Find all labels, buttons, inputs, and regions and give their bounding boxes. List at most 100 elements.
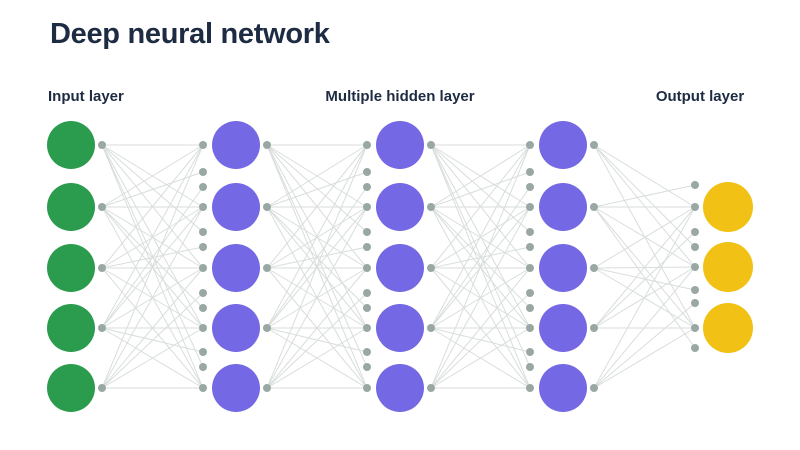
out-connector-dot xyxy=(263,324,271,332)
connection-line xyxy=(101,327,204,389)
out-connector-dot xyxy=(263,141,271,149)
out-connector-dot xyxy=(98,324,106,332)
hidden-layer-2-node xyxy=(376,121,424,169)
in-connector-dot xyxy=(526,264,534,272)
out-connector-dot xyxy=(590,264,598,272)
in-connector-dot xyxy=(363,243,371,251)
in-connector-dot xyxy=(199,289,207,297)
hidden-layer-1-node xyxy=(212,244,260,292)
out-connector-dot xyxy=(263,203,271,211)
input-layer-label: Input layer xyxy=(48,88,124,105)
hidden-layer-3-node xyxy=(539,244,587,292)
in-connector-dot xyxy=(199,304,207,312)
connection-line xyxy=(101,144,204,389)
connection-line xyxy=(593,206,696,329)
in-connector-dot xyxy=(363,141,371,149)
out-connector-dot xyxy=(98,384,106,392)
in-connector-dot xyxy=(363,183,371,191)
hidden-layer-1-node xyxy=(212,121,260,169)
in-connector-dot xyxy=(199,264,207,272)
out-connector-dot xyxy=(590,384,598,392)
in-connector-dot xyxy=(526,384,534,392)
in-connector-dot xyxy=(199,384,207,392)
in-connector-dot xyxy=(526,324,534,332)
connection-line xyxy=(430,267,531,389)
connection-line xyxy=(101,267,204,389)
in-connector-dot xyxy=(199,228,207,236)
connection-line xyxy=(593,302,696,389)
connection-line xyxy=(266,144,368,233)
out-connector-dot xyxy=(427,141,435,149)
connection-line xyxy=(430,327,531,389)
connection-line xyxy=(593,144,696,248)
connection-line xyxy=(430,144,531,329)
connection-line xyxy=(593,144,696,208)
connection-line xyxy=(593,206,696,389)
in-connector-dot xyxy=(199,243,207,251)
connection-line xyxy=(430,144,531,208)
out-connector-dot xyxy=(427,384,435,392)
output-layer-node xyxy=(703,182,753,232)
connection-line xyxy=(430,206,531,309)
neuron-nodes xyxy=(47,121,753,412)
out-connector-dot xyxy=(263,384,271,392)
output-layer-label: Output layer xyxy=(656,88,745,105)
hidden-layer-2-node xyxy=(376,244,424,292)
out-connector-dot xyxy=(590,203,598,211)
connection-line xyxy=(593,327,696,389)
in-connector-dot xyxy=(691,263,699,271)
hidden-layer-3-node xyxy=(539,364,587,412)
in-connector-dot xyxy=(691,286,699,294)
connection-line xyxy=(593,267,696,291)
in-connector-dot xyxy=(199,324,207,332)
in-connector-dot xyxy=(526,304,534,312)
in-connector-dot xyxy=(691,243,699,251)
in-connector-dot xyxy=(199,348,207,356)
connection-line xyxy=(101,327,204,353)
connection-line xyxy=(593,206,696,269)
hidden-layer-3-node xyxy=(539,121,587,169)
hidden-layer-3-node xyxy=(539,183,587,231)
in-connector-dot xyxy=(526,228,534,236)
out-connector-dot xyxy=(98,264,106,272)
in-connector-dot xyxy=(526,168,534,176)
in-connector-dot xyxy=(199,203,207,211)
in-connector-dot xyxy=(691,181,699,189)
input-layer-node xyxy=(47,183,95,231)
connection-line xyxy=(430,327,531,353)
in-connector-dot xyxy=(526,348,534,356)
input-layer-node xyxy=(47,244,95,292)
connection-line xyxy=(101,206,204,389)
hidden-layer-3-node xyxy=(539,304,587,352)
connection-line xyxy=(430,144,531,269)
in-connector-dot xyxy=(363,363,371,371)
input-layer-node xyxy=(47,304,95,352)
connection-line xyxy=(266,144,368,208)
connection-line xyxy=(101,144,204,269)
in-connector-dot xyxy=(526,183,534,191)
connector-dots xyxy=(98,141,699,392)
hidden-layer-2-node xyxy=(376,183,424,231)
in-connector-dot xyxy=(691,344,699,352)
in-connector-dot xyxy=(363,203,371,211)
connection-line xyxy=(266,206,368,389)
input-layer-node xyxy=(47,121,95,169)
in-connector-dot xyxy=(526,243,534,251)
in-connector-dot xyxy=(363,304,371,312)
hidden-layer-label: Multiple hidden layer xyxy=(325,88,474,105)
connection-line xyxy=(430,144,531,368)
connection-line xyxy=(266,206,368,309)
out-connector-dot xyxy=(263,264,271,272)
out-connector-dot xyxy=(98,203,106,211)
in-connector-dot xyxy=(199,141,207,149)
in-connector-dot xyxy=(526,141,534,149)
connection-line xyxy=(593,206,696,349)
connection-line xyxy=(593,231,696,329)
in-connector-dot xyxy=(363,289,371,297)
hidden-layer-1-node xyxy=(212,364,260,412)
input-layer-node xyxy=(47,364,95,412)
in-connector-dot xyxy=(691,228,699,236)
connection-line xyxy=(593,266,696,389)
in-connector-dot xyxy=(363,264,371,272)
